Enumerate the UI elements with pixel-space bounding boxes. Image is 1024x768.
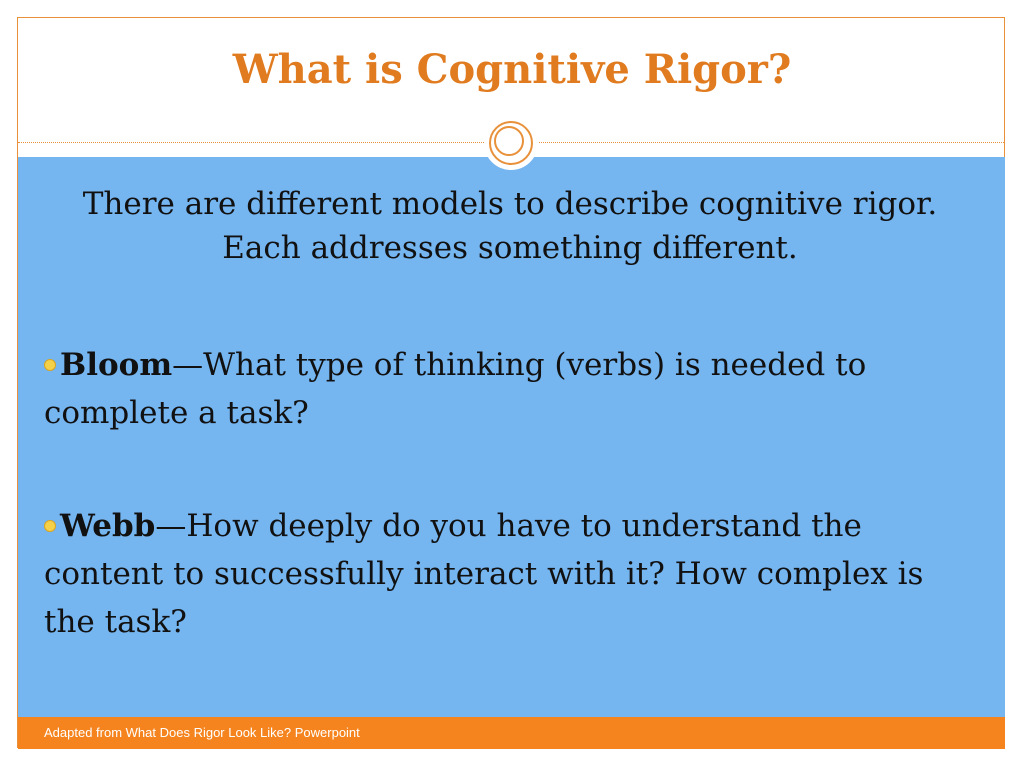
bullet-text: —What type of thinking (verbs) is needed… — [44, 347, 867, 431]
bullet-term: Webb — [60, 508, 156, 544]
bullet-dot-icon — [44, 520, 56, 532]
footer-text: Adapted from What Does Rigor Look Like? … — [44, 725, 360, 740]
outer-ring — [489, 121, 533, 165]
footer-bar: Adapted from What Does Rigor Look Like? … — [18, 717, 1005, 749]
inner-ring — [494, 126, 524, 156]
content-panel — [18, 157, 1005, 717]
bullet-dot-icon — [44, 359, 56, 371]
intro-text: There are different models to describe c… — [82, 186, 938, 266]
bullet-term: Bloom — [60, 347, 173, 383]
double-circle-ornament-icon — [484, 116, 538, 170]
bullet-webb: Webb—How deeply do you have to understan… — [44, 502, 984, 646]
slide-title: What is Cognitive Rigor? — [232, 46, 792, 93]
bullet-bloom: Bloom—What type of thinking (verbs) is n… — [44, 341, 984, 437]
bullet-text: —How deeply do you have to understand th… — [44, 508, 924, 640]
